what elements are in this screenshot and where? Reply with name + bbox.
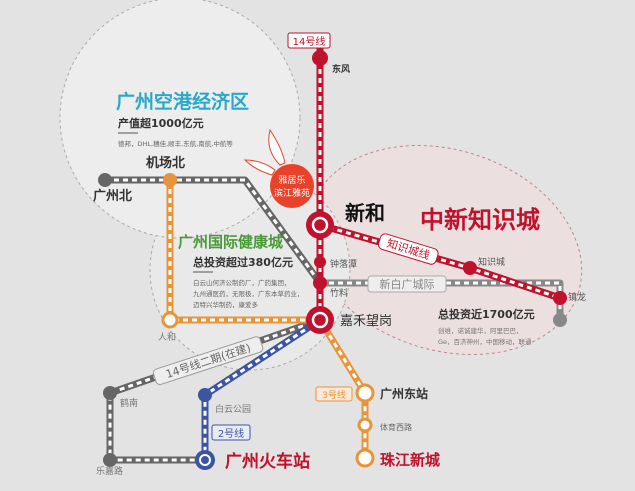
project-name: 雅居乐 [278,174,305,186]
leaf-icon [243,159,276,176]
station-lejialu[interactable] [103,453,117,467]
label-zhenlong: 镇龙 [568,291,586,303]
project-name-2: 滨江雅苑 [274,187,310,199]
station-zhenlong-grey[interactable] [553,313,567,327]
station-jichangbei[interactable] [163,173,177,187]
station-tiyuxilu[interactable] [357,417,373,433]
label-zhujiang: 珠江新城 [380,451,440,469]
station-guangzhoubei[interactable] [98,173,112,187]
label-guangzhoubei: 广州北 [93,188,132,204]
health-zone-value: 总投资超过380亿元 [193,255,293,269]
line14-label: 14号线 [293,35,326,48]
interchange-icon [311,311,329,329]
line3-label: 3号线 [322,389,346,401]
station-xinhe[interactable] [306,211,334,239]
knowledge-zone-value: 总投资近1700亿元 [438,307,535,321]
line2-label: 2号线 [218,427,244,440]
station-zhuliao[interactable] [313,276,327,290]
label-guangzhoudong: 广州东站 [380,386,428,401]
station-huochezhan[interactable] [195,450,215,470]
station-baiyun[interactable] [198,388,212,402]
health-zone-companies: 白云山何济公制药厂，广药集团， [193,278,291,287]
station-renhe[interactable] [161,311,179,329]
label-zhuliao: 竹料 [330,287,348,299]
label-dongfeng: 东风 [332,63,350,75]
station-jiahe[interactable] [306,306,334,334]
station-zhenlong[interactable] [553,291,567,305]
interchange-icon [199,454,211,466]
label-zhishicheng: 知识城 [478,256,505,268]
label-xinhe: 新和 [345,201,385,225]
label-jichangbei: 机场北 [146,155,185,171]
label-henan: 鹤南 [120,397,138,409]
knowledge-zone-title: 中新知识城 [420,206,540,234]
label-renhe: 人和 [158,332,176,343]
label-huochezhan: 广州火车站 [225,451,310,472]
station-guangzhoudong[interactable] [355,383,375,403]
station-zhongluotan[interactable] [314,256,326,268]
airport-zone-title: 广州空港经济区 [116,90,249,113]
project-marker[interactable]: 雅居乐 滨江雅苑 [243,128,314,208]
health-zone-title: 广州国际健康城 [178,233,283,251]
station-henan[interactable] [103,386,117,400]
airport-zone-companies: 德邦，DHL,穗佳,顺丰,东航,南航,中航等 [118,139,233,148]
xinbai-line-label: 新白广城际 [380,277,435,291]
leaf-icon [268,128,286,166]
interchange-icon [311,216,329,234]
health-zone-companies: 九州通医药，无限极，广东本草药业， [193,289,304,298]
station-zhujiang[interactable] [355,448,375,468]
station-zhishicheng[interactable] [463,261,477,275]
label-lejialu: 乐嘉路 [96,465,123,477]
station-dongfeng[interactable] [312,50,328,66]
label-tiyuxilu: 体育西路 [380,422,412,432]
airport-zone-value: 产值超1000亿元 [118,116,204,130]
label-baiyun: 白云公园 [215,403,251,415]
stations [98,50,567,470]
label-zhongluotan: 钟落潭 [330,258,357,270]
knowledge-zone-companies: 创维，诺诚建华，阿里巴巴， [438,326,523,335]
health-zone-companies: 迈特兴华制药，康爱多 [193,300,259,309]
knowledge-zone-companies: Ge，百济神州，中国移动，联通 [438,337,532,346]
label-jiahe: 嘉禾望岗 [340,313,392,329]
